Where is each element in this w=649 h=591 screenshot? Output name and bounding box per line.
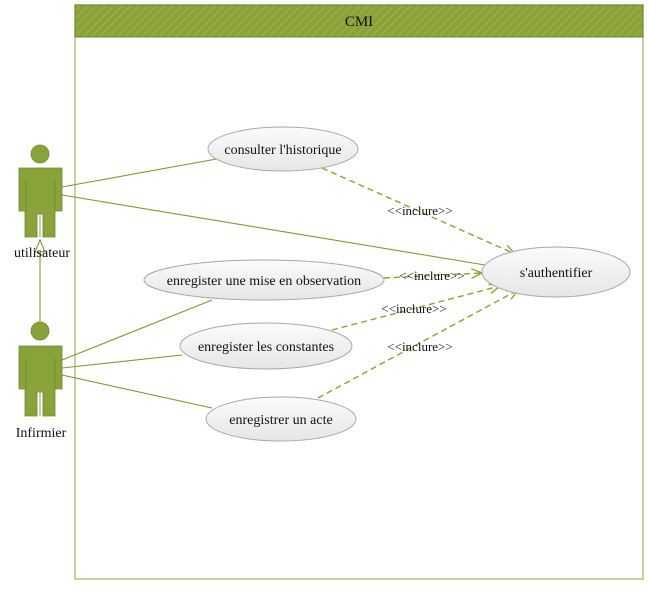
actor-infirmier[interactable]: Infirmier [16,321,67,441]
system-title: CMI [345,14,373,30]
association-infirmier-observation [61,299,213,361]
use-case-label: enregistrer un acte [229,413,332,428]
include-acte-auth [317,290,518,399]
actor-icon [18,321,63,417]
use-case-authentifier[interactable]: s'authentifier [481,246,631,298]
generalization-arrowhead [34,238,46,253]
use-case-consulter[interactable]: consulter l'historique [207,126,359,172]
use-case-ellipse [179,322,353,370]
associations [61,157,486,409]
include-label-1: <<inclure>> [387,203,452,218]
association-utilisateur-authentifier [61,194,486,266]
include-labels: <<inclure>> <<inclure>> <<inclure>> <<in… [381,203,464,354]
include-consulter-auth [321,167,515,254]
association-utilisateur-consulter [61,157,223,188]
actor-label: utilisateur [14,246,70,261]
system-title-bar [74,4,644,38]
actor-utilisateur[interactable]: utilisateur [14,144,70,261]
include-dependencies [317,167,518,399]
association-infirmier-acte [61,374,213,409]
use-case-ellipse [481,246,631,298]
use-case-label: s'authentifier [520,266,593,281]
use-case-acte[interactable]: enregistrer un acte [205,396,357,442]
use-case-ellipse [207,126,359,172]
include-observation-auth [383,273,482,279]
use-case-constantes[interactable]: enregister les constantes [179,322,353,370]
use-case-label: consulter l'historique [224,143,341,158]
use-case-label: enregister une mise en observation [167,274,361,289]
use-case-ellipse [143,259,385,301]
include-label-2: <<inclure>> [399,268,464,283]
use-case-label: enregister les constantes [198,340,334,355]
actor-label: Infirmier [16,426,67,441]
use-case-ellipse [205,396,357,442]
include-constantes-auth [331,286,500,331]
use-case-observation[interactable]: enregister une mise en observation [143,259,385,301]
association-infirmier-constantes [61,354,183,369]
include-label-4: <<inclure>> [387,339,452,354]
actor-icon [18,144,63,238]
include-label-3: <<inclure>> [381,301,446,316]
